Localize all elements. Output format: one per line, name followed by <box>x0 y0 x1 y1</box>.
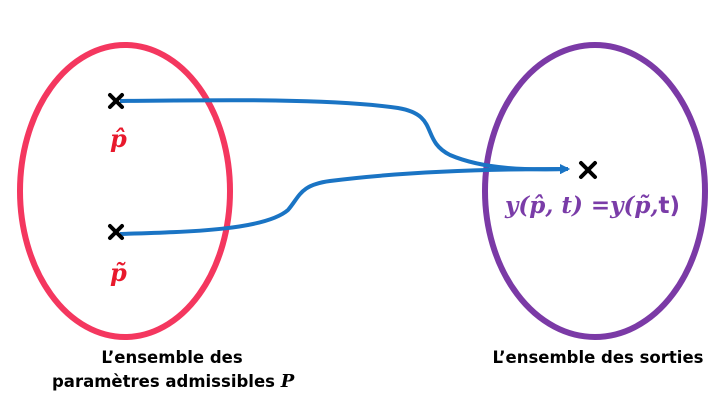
output-set-ellipse <box>482 42 708 340</box>
point-hat-cross <box>108 93 124 109</box>
formula-rhs-t: t) <box>658 193 680 219</box>
point-tilde-label: p̃ <box>110 258 127 287</box>
formula-equals: = <box>582 192 611 219</box>
mapping-arrow-lower <box>119 164 570 236</box>
output-point-cross <box>579 161 597 179</box>
mapping-arrow-upper <box>119 98 570 175</box>
formula-rhs: y(p̃, <box>610 192 659 219</box>
point-tilde-cross <box>108 224 124 240</box>
parameter-set-label: L’ensemble des paramètres admissibles P <box>52 346 295 394</box>
formula-lhs: y(p̂, t) <box>505 192 583 219</box>
parameter-set-ellipse <box>17 42 233 340</box>
parameter-set-label-line1: L’ensemble des <box>101 348 243 367</box>
parameter-set-label-line2: paramètres admissibles P <box>52 370 295 394</box>
parameter-set-label-text: paramètres admissibles <box>52 372 275 391</box>
point-hat-label: p̂ <box>110 124 127 153</box>
parameter-set-symbol: P <box>280 371 295 392</box>
output-set-label: L’ensemble des sorties <box>492 348 704 367</box>
output-formula: y(p̂, t) =y(p̃,t) <box>505 192 680 219</box>
